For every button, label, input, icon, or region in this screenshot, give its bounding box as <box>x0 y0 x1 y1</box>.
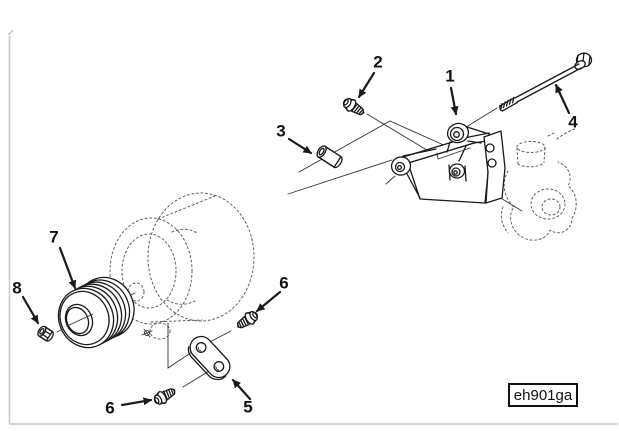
callout-6-lower: 6 <box>105 398 115 418</box>
pulley-drawing <box>57 276 135 349</box>
bracket-drawing <box>390 122 506 204</box>
callout-5: 5 <box>243 397 253 417</box>
nut-drawing <box>37 325 54 342</box>
alternator-hidden-outline <box>109 192 255 340</box>
engine-hidden-outline <box>500 127 578 241</box>
strap-drawing <box>187 335 231 381</box>
callout-arrows <box>21 71 571 407</box>
callout-6-upper: 6 <box>279 273 289 293</box>
callout-2: 2 <box>373 52 383 72</box>
figure-code-box: eh901ga <box>508 383 578 407</box>
mount-screw-drawing <box>340 94 368 120</box>
page-border <box>7 29 618 425</box>
callout-8: 8 <box>12 278 22 298</box>
callout-1: 1 <box>445 66 455 86</box>
callout-3: 3 <box>276 121 286 141</box>
strap-bolt-upper <box>233 307 261 333</box>
long-bolt-drawing <box>499 52 593 112</box>
callout-7: 7 <box>49 227 59 247</box>
callout-4: 4 <box>568 112 578 132</box>
spacer-drawing <box>316 145 343 169</box>
strap-bolt-lower <box>151 384 179 408</box>
figure-code: eh901ga <box>513 386 573 404</box>
